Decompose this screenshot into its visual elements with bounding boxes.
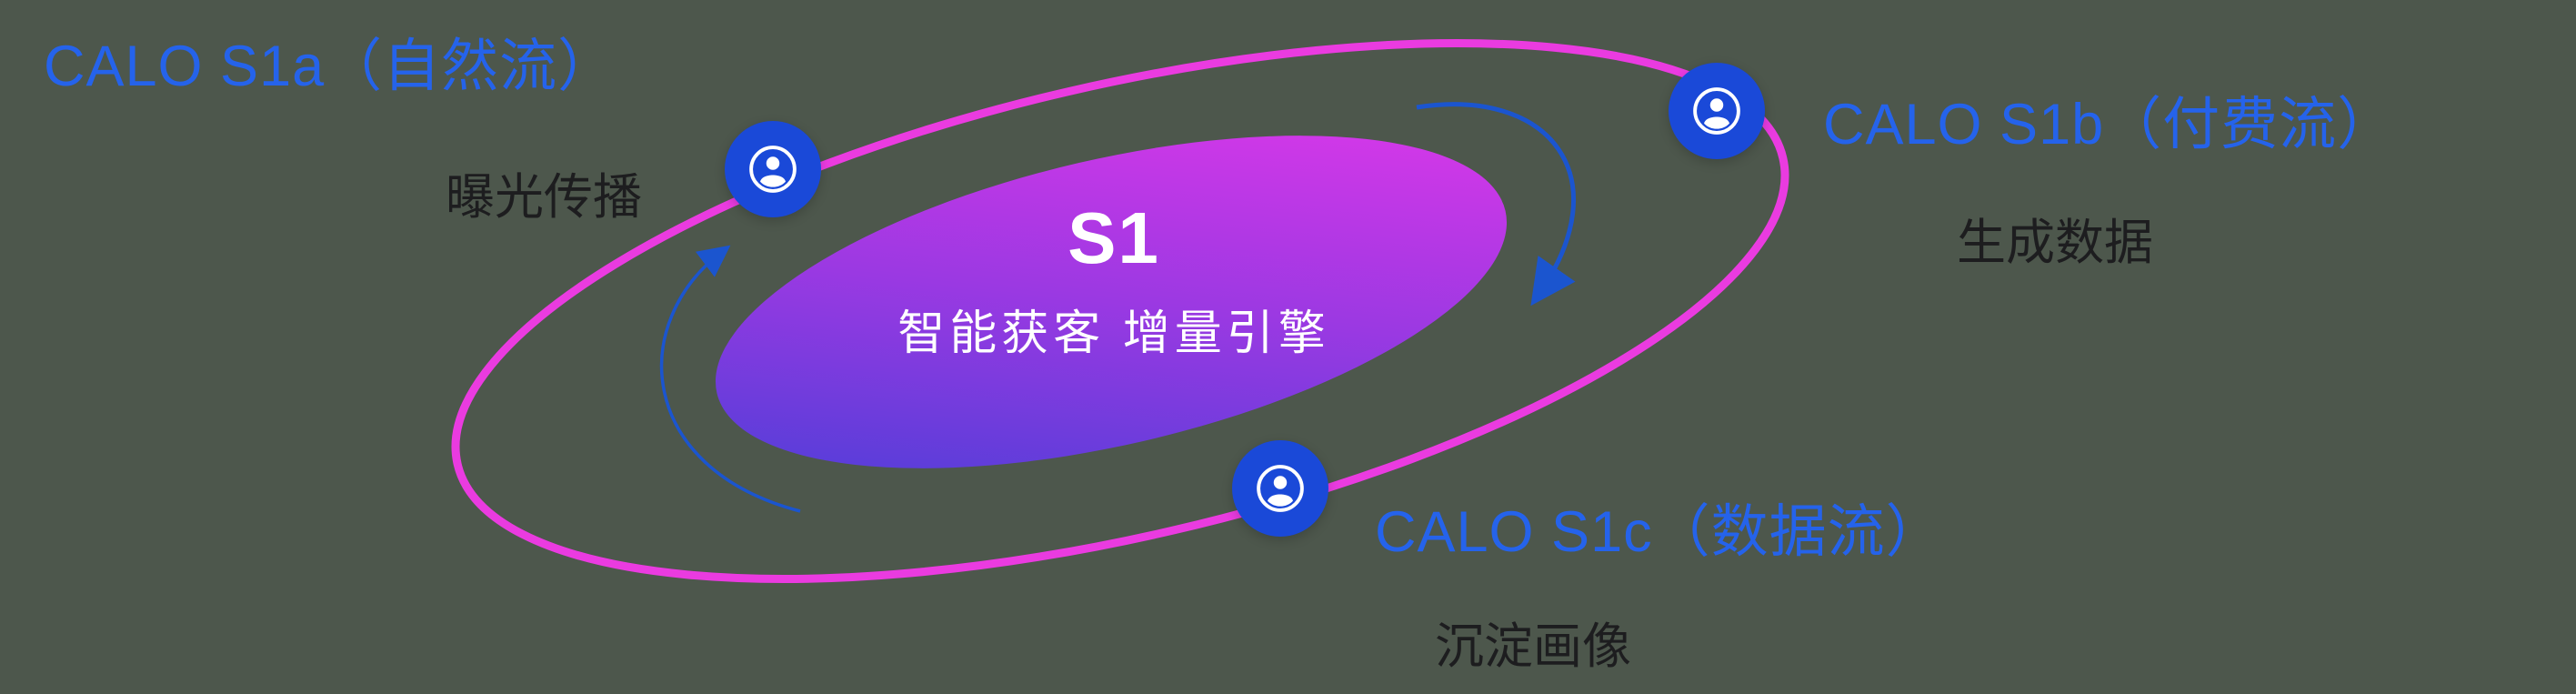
orbit-ellipse [451, 39, 1789, 583]
core-subtitle: 智能获客 增量引擎 [897, 307, 1330, 360]
node-s1a [725, 121, 821, 217]
label-s1b-title: CALO S1b（付费流） [1823, 93, 2396, 156]
curved-arrow-down-icon [1416, 102, 1577, 307]
person-icon [1257, 465, 1304, 512]
label-s1a-title: CALO S1a（自然流） [44, 35, 616, 98]
person-icon [749, 146, 797, 193]
core-label: S1 智能获客 增量引擎 [897, 196, 1329, 363]
label-s1a-subtitle: 曝光传播 [446, 170, 642, 225]
core-ellipse [715, 136, 1508, 468]
curved-arrow-up-icon [659, 245, 801, 513]
person-icon [1693, 87, 1740, 135]
label-s1c-title: CALO S1c（数据流） [1375, 500, 1944, 564]
label-s1b-subtitle: 生成数据 [1957, 216, 2153, 270]
label-s1c-subtitle: 沉淀画像 [1435, 619, 1631, 674]
core-title: S1 [1067, 197, 1160, 278]
node-s1b [1669, 63, 1765, 159]
node-s1c [1232, 440, 1328, 537]
